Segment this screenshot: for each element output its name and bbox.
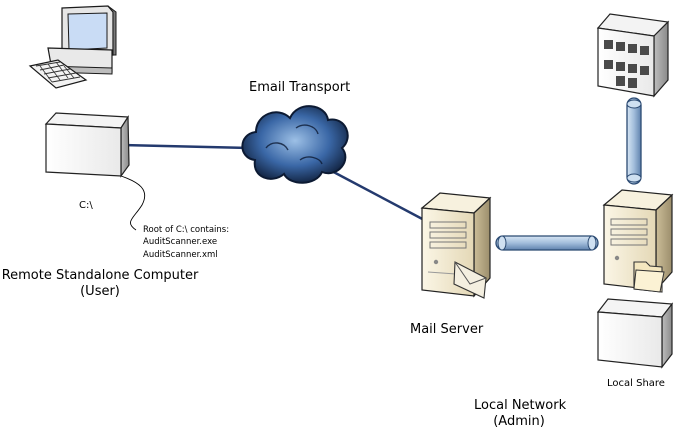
remote-computer-title: Remote Standalone Computer [1, 268, 199, 283]
root-note-line: AuditScanner.exe [143, 237, 218, 248]
remote-computer-role: (User) [80, 283, 120, 299]
remote-computer-label: Remote Standalone Computer (User) [0, 268, 200, 299]
root-note-line: AuditScanner.xml [143, 249, 218, 260]
mail-server-label: Mail Server [410, 322, 484, 337]
callout-leader-line [117, 174, 146, 231]
link-cloud-to-mailserver [325, 166, 429, 224]
local-share-label: Local Share [607, 378, 665, 389]
email-transport-label: Email Transport [249, 80, 351, 95]
local-network-role: (Admin) [493, 413, 545, 429]
root-contents-note: Root of C:\ contains: AuditScanner.exe A… [143, 224, 229, 261]
local-network-label: Local Network (Admin) [474, 398, 567, 429]
network-pipe-vertical [626, 97, 642, 185]
local-share-box-icon [596, 298, 674, 369]
network-pipe-horizontal [495, 235, 599, 251]
root-note-line: Root of C:\ contains: [143, 225, 230, 235]
office-building-icon [596, 13, 670, 98]
envelope-icon [453, 261, 487, 299]
link-remote-to-cloud [121, 143, 251, 150]
desktop-computer-icon [28, 5, 117, 89]
local-network-title: Local Network [474, 398, 567, 413]
remote-computer-box-icon [44, 112, 130, 178]
folder-icon [633, 261, 665, 293]
cloud-icon [241, 105, 349, 184]
drive-label: C:\ [79, 200, 93, 211]
